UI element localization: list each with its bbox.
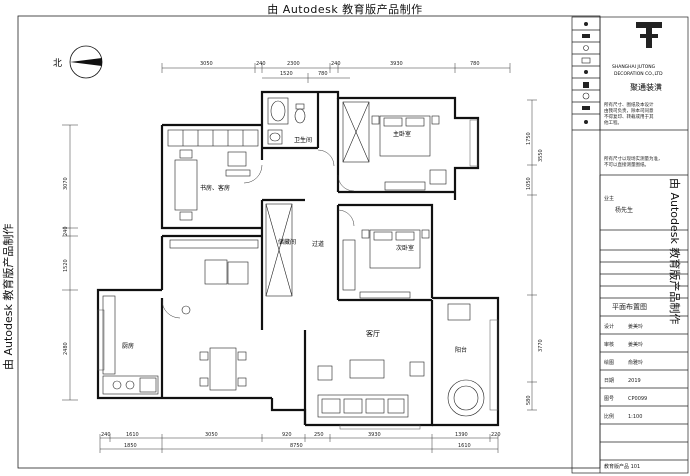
- dim-top-inner-2: 780: [318, 71, 328, 77]
- dimension-right: [527, 99, 537, 411]
- dim-right-2: 3550: [538, 149, 544, 162]
- svg-text:他工程。: 他工程。: [604, 119, 622, 126]
- watermark-top: 由 Autodesk 教育版产品制作: [267, 3, 423, 16]
- room-label-second: 次卧室: [396, 244, 414, 252]
- title-block: [571, 16, 689, 474]
- dim-bottom-5: 250: [314, 432, 324, 438]
- dim-left-4: 2480: [63, 342, 69, 355]
- dim-bottom-6: 3930: [368, 432, 381, 438]
- dim-bottom-2: 1610: [126, 432, 139, 438]
- room-label-corridor: 过道: [312, 240, 324, 248]
- drawing-border: [17, 15, 601, 469]
- doors: [161, 149, 355, 319]
- svg-text:不得复印、转载或用于其: 不得复印、转载或用于其: [604, 113, 654, 120]
- room-label-storage: 储藏间: [278, 238, 296, 246]
- svg-text:CP0099: CP0099: [628, 396, 647, 402]
- dim-bottom-8: 220: [491, 432, 501, 438]
- dim-top-1: 3050: [200, 61, 213, 67]
- logo-en-line2: DECORATION CO.,LTD: [614, 71, 663, 77]
- dim-left-1: 3070: [63, 177, 69, 190]
- storage-shelves: [169, 203, 293, 297]
- master-bedroom-furniture: [342, 101, 447, 191]
- dimension-bottom: [99, 434, 499, 453]
- dim-top-inner-1: 1520: [280, 71, 293, 77]
- bathroom-fixtures: [267, 97, 306, 145]
- dim-right-5: 580: [526, 395, 532, 405]
- dimension-left: [62, 124, 78, 401]
- north-arrow: 北: [53, 45, 103, 79]
- svg-text:教育版产品 101: 教育版产品 101: [604, 463, 640, 470]
- dim-bottom-outer-3: 1610: [458, 443, 471, 449]
- dim-left-3: 1520: [63, 259, 69, 272]
- svg-text:2019: 2019: [628, 378, 641, 384]
- title-fields: 业主 杨先生 平面布置图 设计 姜美玲 审核 姜美玲 绘图 俞雅玲 日期 201…: [604, 195, 647, 470]
- room-label-study: 书房、客房: [200, 184, 230, 192]
- dim-bottom-1: 240: [101, 432, 111, 438]
- dim-top-5: 3930: [390, 61, 403, 67]
- dim-left-2: 240: [63, 226, 69, 236]
- svg-text:所有尺寸、图纸及本设计: 所有尺寸、图纸及本设计: [604, 101, 654, 108]
- svg-text:俞雅玲: 俞雅玲: [628, 359, 643, 366]
- windows: [97, 119, 499, 430]
- svg-text:审核: 审核: [604, 341, 614, 348]
- balcony-furniture: [447, 303, 485, 417]
- svg-text:比例: 比例: [604, 413, 614, 420]
- dim-top-4: 240: [331, 61, 341, 67]
- second-bedroom-furniture: [342, 229, 430, 299]
- svg-text:图号: 图号: [604, 396, 614, 402]
- dim-top-2: 240: [256, 61, 266, 67]
- dim-bottom-3: 3050: [205, 432, 218, 438]
- kitchen-furniture: [102, 295, 159, 395]
- dim-top-3: 2300: [287, 61, 300, 67]
- dim-right-3: 1050: [526, 177, 532, 190]
- north-label: 北: [53, 58, 62, 69]
- svg-text:姜美玲: 姜美玲: [628, 341, 643, 348]
- svg-text:由我司负责，除本司同意: 由我司负责，除本司同意: [604, 107, 654, 114]
- svg-text:姜美玲: 姜美玲: [628, 323, 643, 330]
- legend-symbols: [581, 22, 591, 124]
- dining-furniture: [181, 305, 247, 391]
- study-furniture: [167, 129, 259, 221]
- dim-bottom-4: 920: [282, 432, 292, 438]
- svg-text:不可以直接测量图纸。: 不可以直接测量图纸。: [604, 161, 649, 168]
- room-label-balcony: 阳台: [455, 346, 467, 354]
- dim-top-6: 780: [470, 61, 480, 67]
- dim-bottom-outer-2: 8750: [290, 443, 303, 449]
- notes: 所有尺寸、图纸及本设计 由我司负责，除本司同意 不得复印、转载或用于其 他工程。…: [604, 101, 663, 168]
- svg-text:设计: 设计: [604, 323, 614, 330]
- company-logo: SHANGHAI JUTONG DECORATION CO.,LTD 聚通装潢: [612, 22, 663, 92]
- svg-text:绘图: 绘图: [604, 359, 614, 366]
- dim-bottom-outer-1: 1850: [124, 443, 137, 449]
- drawing-title: 平面布置图: [612, 302, 647, 311]
- svg-text:所有尺寸以现场实测量为准，: 所有尺寸以现场实测量为准，: [604, 155, 663, 162]
- room-label-kitchen: 厨房: [122, 342, 134, 350]
- dim-right-4: 3770: [538, 339, 544, 352]
- room-label-bathroom: 卫生间: [294, 136, 312, 144]
- dim-bottom-7: 1390: [455, 432, 468, 438]
- client-name: 杨先生: [615, 206, 633, 214]
- svg-text:业主: 业主: [604, 195, 614, 202]
- logo-en-line1: SHANGHAI JUTONG: [612, 64, 656, 70]
- room-label-living: 客厅: [366, 329, 380, 338]
- room-label-master: 主卧室: [393, 130, 411, 138]
- living-furniture: [317, 359, 425, 418]
- dim-right-1: 1750: [526, 132, 532, 145]
- svg-text:日期: 日期: [604, 378, 614, 384]
- logo-cn: 聚通装潢: [630, 82, 662, 92]
- dimension-top: [161, 63, 511, 83]
- svg-text:1:100: 1:100: [628, 414, 642, 420]
